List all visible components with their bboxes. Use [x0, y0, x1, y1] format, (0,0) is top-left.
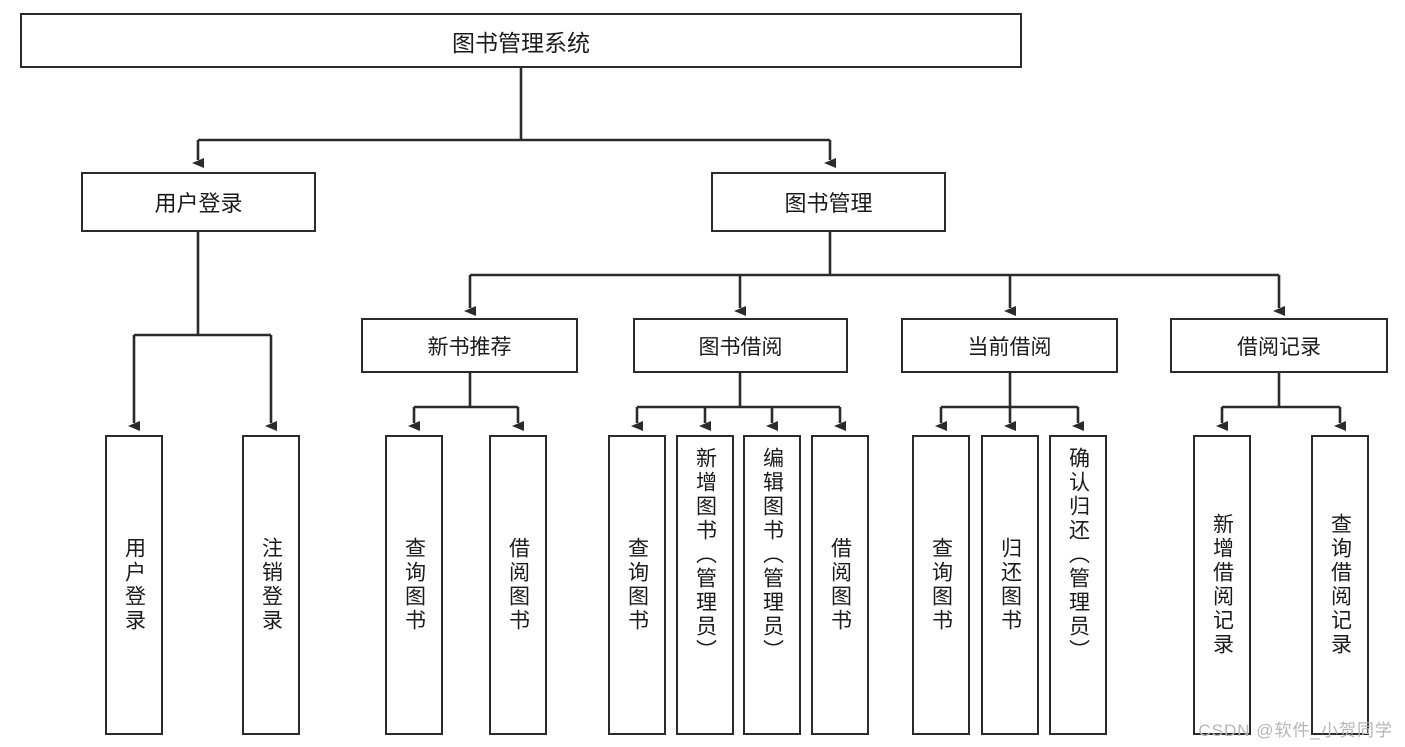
leaf-borrow-add-book-label: 新增图书（管理员）	[693, 447, 717, 663]
leaf-current-return-book[interactable]: 归还图书	[981, 435, 1039, 735]
node-root[interactable]: 图书管理系统	[20, 13, 1022, 68]
leaf-new-book-borrow[interactable]: 借阅图书	[489, 435, 547, 735]
leaf-borrow-add-book[interactable]: 新增图书（管理员）	[676, 435, 734, 735]
node-new-book-recommend-label: 新书推荐	[427, 335, 512, 359]
leaf-current-query-book-label: 查询图书	[929, 537, 953, 633]
leaf-current-confirm-return-label: 确认归还（管理员）	[1066, 447, 1090, 663]
leaf-user-login-signout[interactable]: 注销登录	[242, 435, 300, 735]
leaf-borrow-query-book-label: 查询图书	[625, 537, 649, 633]
leaf-record-query[interactable]: 查询借阅记录	[1311, 435, 1369, 735]
leaf-record-add-label: 新增借阅记录	[1210, 513, 1234, 657]
node-current-borrow-label: 当前借阅	[967, 335, 1052, 359]
leaf-current-return-book-label: 归还图书	[998, 537, 1022, 633]
leaf-borrow-borrow-book[interactable]: 借阅图书	[811, 435, 869, 735]
leaf-user-login-signin[interactable]: 用户登录	[105, 435, 163, 735]
leaf-borrow-query-book[interactable]: 查询图书	[608, 435, 666, 735]
node-root-label: 图书管理系统	[452, 29, 590, 56]
leaf-borrow-borrow-book-label: 借阅图书	[828, 537, 852, 633]
leaf-user-login-signin-label: 用户登录	[122, 537, 146, 633]
leaf-new-book-query[interactable]: 查询图书	[385, 435, 443, 735]
node-new-book-recommend[interactable]: 新书推荐	[361, 318, 578, 373]
leaf-user-login-signout-label: 注销登录	[259, 537, 283, 633]
node-book-borrow[interactable]: 图书借阅	[633, 318, 848, 373]
leaf-new-book-borrow-label: 借阅图书	[506, 537, 530, 633]
leaf-borrow-edit-book[interactable]: 编辑图书（管理员）	[743, 435, 801, 735]
leaf-record-add[interactable]: 新增借阅记录	[1193, 435, 1251, 735]
node-user-login[interactable]: 用户登录	[81, 172, 316, 232]
node-borrow-record-label: 借阅记录	[1237, 335, 1321, 359]
node-book-management-label: 图书管理	[784, 191, 873, 216]
node-book-management[interactable]: 图书管理	[711, 172, 946, 232]
node-current-borrow[interactable]: 当前借阅	[901, 318, 1118, 373]
leaf-current-confirm-return[interactable]: 确认归还（管理员）	[1049, 435, 1107, 735]
leaf-record-query-label: 查询借阅记录	[1328, 513, 1352, 657]
node-borrow-record[interactable]: 借阅记录	[1170, 318, 1388, 373]
leaf-borrow-edit-book-label: 编辑图书（管理员）	[760, 447, 784, 663]
leaf-new-book-query-label: 查询图书	[402, 537, 426, 633]
node-book-borrow-label: 图书借阅	[698, 335, 783, 359]
leaf-current-query-book[interactable]: 查询图书	[912, 435, 970, 735]
node-user-login-label: 用户登录	[154, 191, 243, 216]
